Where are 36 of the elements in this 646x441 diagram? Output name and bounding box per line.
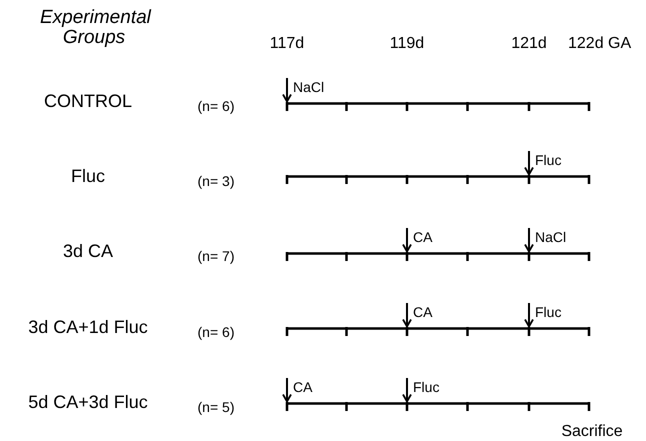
axis-tick-label: 117d <box>270 35 304 53</box>
treatment-label: NaCl <box>527 228 566 246</box>
treatment-label: NaCl <box>285 78 324 96</box>
treatment-label: Fluc <box>527 303 562 321</box>
group-name: CONTROL <box>44 90 132 112</box>
arrow <box>402 303 412 328</box>
axis-tick-label: 122d GA <box>568 35 632 53</box>
axis-tick-label: 121d <box>511 35 547 53</box>
timeline-bar <box>285 326 591 338</box>
sample-size: (n= 6) <box>198 324 234 340</box>
timeline-bar <box>285 252 591 264</box>
arrow <box>524 151 534 176</box>
group-name: Fluc <box>70 166 105 186</box>
timeline-note: Sacrifice <box>561 423 623 441</box>
arrow <box>524 303 534 328</box>
group-name: 3d CA <box>62 240 114 262</box>
treatment-label: Fluc <box>527 151 562 169</box>
arrow <box>524 228 534 252</box>
treatment-label: CA <box>405 228 432 246</box>
arrow <box>402 378 412 402</box>
timeline-bar <box>285 102 591 114</box>
axis-tick-label: 119d <box>390 35 424 53</box>
group-name: 5d CA+3d Fluc <box>28 392 148 412</box>
treatment-label: CA <box>285 378 312 396</box>
sample-size: (n= 6) <box>198 98 234 114</box>
arrow <box>402 228 412 252</box>
arrow <box>282 378 292 402</box>
sample-size: (n= 3) <box>198 173 234 189</box>
timeline-bar <box>285 174 591 186</box>
sample-size: (n= 5) <box>198 399 234 415</box>
treatment-label: CA <box>405 303 432 321</box>
group-name: 3d CA+1d Fluc <box>28 316 148 338</box>
arrow <box>282 78 292 102</box>
sample-size: (n= 7) <box>198 248 234 264</box>
timeline-bar <box>285 402 591 414</box>
treatment-label: Fluc <box>405 378 440 396</box>
